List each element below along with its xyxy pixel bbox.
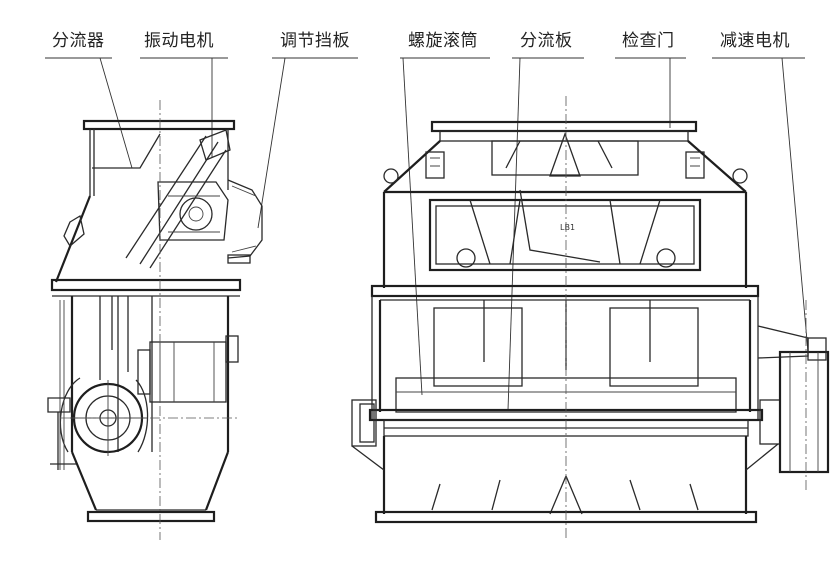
- drum-mark: LB1: [560, 223, 575, 232]
- label-spiral-drum: 螺旋滚筒: [408, 31, 478, 51]
- label-reducer-motor: 减速电机: [720, 31, 790, 51]
- front-view: LB1: [351, 96, 830, 540]
- label-adjust-baffle: 调节挡板: [280, 31, 350, 51]
- label-diverter: 分流器: [52, 31, 105, 51]
- label-inspection-door: 检查门: [622, 31, 675, 51]
- leader-lines: [45, 57, 809, 411]
- side-view: [47, 100, 263, 540]
- label-vibration-motor: 振动电机: [144, 31, 214, 51]
- label-diverter-plate: 分流板: [520, 31, 573, 51]
